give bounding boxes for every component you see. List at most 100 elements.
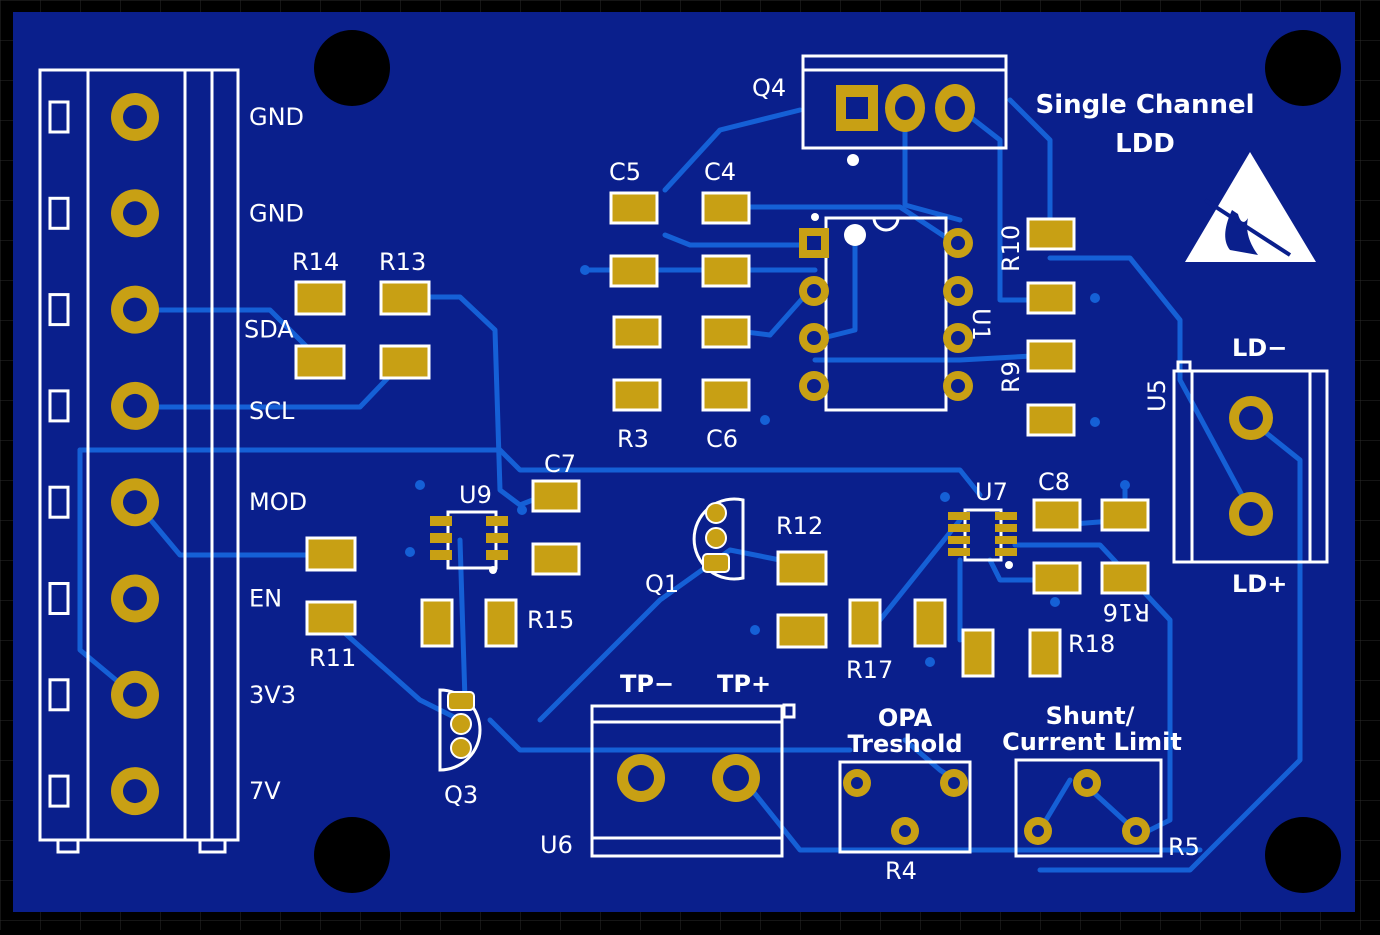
r15-pad bbox=[484, 598, 518, 648]
trace bbox=[902, 102, 963, 223]
q3-transistor: Q3 bbox=[438, 688, 482, 809]
trace bbox=[327, 617, 463, 723]
shunt-label-line1: Shunt/ bbox=[1046, 702, 1135, 730]
trace bbox=[1047, 255, 1253, 513]
q4-pin-hole bbox=[945, 96, 965, 120]
r5-pad-hole bbox=[1081, 777, 1093, 789]
u3-pad-hole bbox=[123, 297, 147, 322]
u3-foot-right bbox=[198, 838, 227, 854]
via bbox=[1120, 480, 1130, 490]
via bbox=[405, 547, 415, 557]
u3-outline bbox=[38, 68, 240, 842]
u7-body bbox=[963, 508, 1003, 562]
c5-pad bbox=[609, 191, 659, 225]
u3-tab bbox=[48, 100, 70, 134]
u5-tab bbox=[1176, 360, 1192, 373]
c6-pad bbox=[701, 315, 751, 349]
mount-hole-bottom-right bbox=[1265, 817, 1341, 893]
c6-pad bbox=[701, 378, 751, 412]
c4-pad bbox=[701, 254, 751, 288]
u1-pin-hole bbox=[807, 331, 821, 345]
u3-foot-left bbox=[56, 838, 80, 854]
u1-notch bbox=[872, 217, 900, 232]
u7-ic: U7 bbox=[948, 478, 1017, 569]
trace bbox=[812, 352, 1053, 363]
u3-pad-hole bbox=[123, 105, 147, 129]
u7-pin bbox=[995, 548, 1017, 556]
r9-ref: R9 bbox=[997, 361, 1025, 393]
r14-pad bbox=[294, 344, 346, 380]
via bbox=[517, 505, 527, 515]
u1-pin-hole bbox=[951, 331, 965, 345]
trace bbox=[1037, 557, 1303, 873]
u1-pin-hole bbox=[951, 379, 965, 393]
r13-resistor: R13 bbox=[379, 248, 431, 380]
ld-minus-label: LD− bbox=[1232, 334, 1287, 362]
r3-ref: R3 bbox=[617, 425, 649, 453]
q4-ref: Q4 bbox=[752, 74, 786, 102]
r11-pad bbox=[305, 536, 357, 572]
r9-resistor: R9 bbox=[997, 339, 1076, 437]
r13-ref: R13 bbox=[379, 248, 426, 276]
r16-pad bbox=[1100, 498, 1150, 532]
ld-plus-label: LD+ bbox=[1232, 570, 1287, 598]
u3-pad-hole bbox=[123, 779, 147, 804]
u3-pin-label: GND bbox=[249, 199, 304, 227]
r13-pad bbox=[379, 280, 431, 316]
u5-pad-hole bbox=[1239, 502, 1263, 526]
q3-ref: Q3 bbox=[444, 781, 478, 809]
u6-outline bbox=[590, 704, 784, 858]
u3-pad-hole bbox=[123, 201, 147, 226]
r18-resistor: R18 bbox=[961, 628, 1115, 678]
r9-pad bbox=[1026, 403, 1076, 437]
u7-ref: U7 bbox=[975, 478, 1008, 506]
u1-ref: U1 bbox=[967, 308, 995, 341]
via bbox=[1090, 417, 1100, 427]
u1-body bbox=[824, 216, 948, 412]
r12-pad bbox=[776, 550, 828, 586]
u5-outline bbox=[1172, 369, 1329, 564]
u1-corner-dot bbox=[811, 213, 819, 221]
r5-pad-hole bbox=[1032, 825, 1044, 837]
u6-ref: U6 bbox=[540, 831, 573, 859]
r12-pad bbox=[776, 613, 828, 649]
u3-tab bbox=[48, 196, 70, 230]
q1-outline bbox=[692, 497, 745, 581]
u3-pin-label: SDA bbox=[244, 316, 294, 344]
r17-pad bbox=[848, 598, 882, 648]
trace bbox=[77, 447, 137, 698]
via bbox=[1050, 597, 1060, 607]
u9-pin bbox=[430, 550, 452, 560]
u1-ic: U1 bbox=[799, 213, 995, 412]
u3-pin-label: GND bbox=[249, 103, 304, 131]
c7-ref: C7 bbox=[544, 450, 576, 478]
u9-ic: U9 bbox=[430, 481, 508, 574]
u3-tab bbox=[48, 774, 70, 808]
via bbox=[1090, 293, 1100, 303]
q4-outline bbox=[801, 54, 1008, 150]
via bbox=[940, 492, 950, 502]
u6-terminal-block: U6 TP− TP+ bbox=[540, 670, 796, 859]
shunt-label-line2: Current Limit bbox=[1002, 728, 1182, 756]
trace bbox=[131, 307, 323, 363]
u1-pin-square-hole bbox=[807, 236, 821, 250]
r14-pad bbox=[294, 280, 346, 316]
r9-pad bbox=[1026, 339, 1076, 373]
r4-trimmer: R4 OPA Treshold bbox=[838, 704, 972, 885]
q3-pin bbox=[450, 737, 472, 759]
c4-ref: C4 bbox=[704, 158, 736, 186]
r18-pad bbox=[961, 628, 995, 678]
u7-pin1-dot bbox=[1005, 561, 1013, 569]
r10-pad bbox=[1026, 281, 1076, 315]
r11-resistor: R11 bbox=[305, 536, 357, 672]
u5-pad-hole bbox=[1239, 406, 1263, 430]
tp-minus-label: TP− bbox=[620, 670, 674, 698]
r4-ref: R4 bbox=[885, 857, 917, 885]
r14-resistor: R14 bbox=[292, 248, 346, 380]
r17-resistor: R17 bbox=[846, 598, 947, 684]
trace bbox=[877, 517, 963, 623]
u3-pin-label: 3V3 bbox=[249, 681, 296, 709]
r4-pad-hole bbox=[899, 825, 911, 837]
r17-ref: R17 bbox=[846, 656, 893, 684]
